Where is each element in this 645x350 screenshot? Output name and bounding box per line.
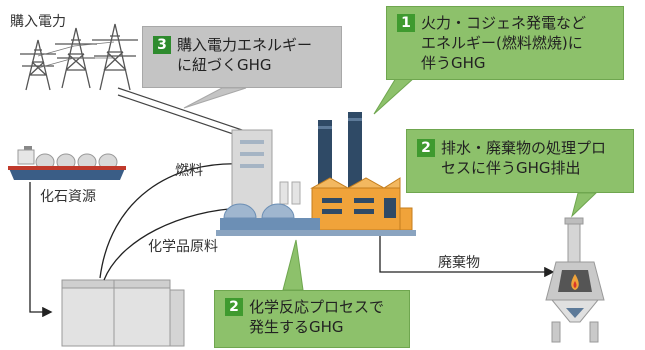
incinerator-icon <box>545 217 605 343</box>
callout-2-waste-line2: セスに伴うGHG排出 <box>441 159 581 177</box>
callout-3-pointer <box>183 87 247 109</box>
callout-2-waste-badge: 2 <box>417 139 435 157</box>
factory-icon <box>216 112 416 236</box>
lng-ship-icon <box>8 146 126 180</box>
callout-2-chem-line1: 化学反応プロセスで <box>249 298 385 316</box>
callout-2-waste-pointer <box>571 192 598 218</box>
chemical-feedstock-label: 化学品原料 <box>148 239 218 255</box>
callout-3-line2: に紐づくGHG <box>177 56 272 74</box>
waste-arrow <box>379 236 555 278</box>
arrow-ship-to-tanks <box>29 182 53 318</box>
callout-2-chem-line2: 発生するGHG <box>249 318 344 336</box>
callout-1-line3: 伴うGHG <box>421 54 486 72</box>
callout-energy-ghg: 1 火力・コジェネ発電など エネルギー(燃料燃焼)に 伴うGHG <box>386 6 624 80</box>
fossil-resources-label: 化石資源 <box>40 189 96 205</box>
feedstock-arrow <box>103 203 247 281</box>
fuel-arrow <box>99 158 247 279</box>
callout-waste-ghg: 2 排水・廃棄物の処理プロ セスに伴うGHG排出 <box>406 129 634 193</box>
waste-label: 廃棄物 <box>438 255 480 271</box>
callout-chemical-ghg: 2 化学反応プロセスで 発生するGHG <box>214 290 410 348</box>
storage-tanks-icon <box>61 279 185 347</box>
power-line <box>117 87 249 140</box>
power-pylons-icon <box>20 23 138 91</box>
callout-purchased-power-ghg: 3 購入電力エネルギー に紐づくGHG <box>142 26 342 88</box>
callout-2-chem-badge: 2 <box>225 298 243 316</box>
callout-1-pointer <box>373 77 416 115</box>
callout-2-waste-line1: 排水・廃棄物の処理プロ <box>441 139 607 157</box>
fuel-label: 燃料 <box>175 163 203 179</box>
callout-1-badge: 1 <box>397 14 415 32</box>
callout-3-badge: 3 <box>153 36 171 54</box>
callout-3-line1: 購入電力エネルギー <box>177 36 313 54</box>
callout-1-line2: エネルギー(燃料燃焼)に <box>421 34 583 52</box>
purchased-power-label: 購入電力 <box>10 14 66 30</box>
callout-1-line1: 火力・コジェネ発電など <box>421 14 587 32</box>
callout-2-chem-pointer <box>282 239 304 291</box>
